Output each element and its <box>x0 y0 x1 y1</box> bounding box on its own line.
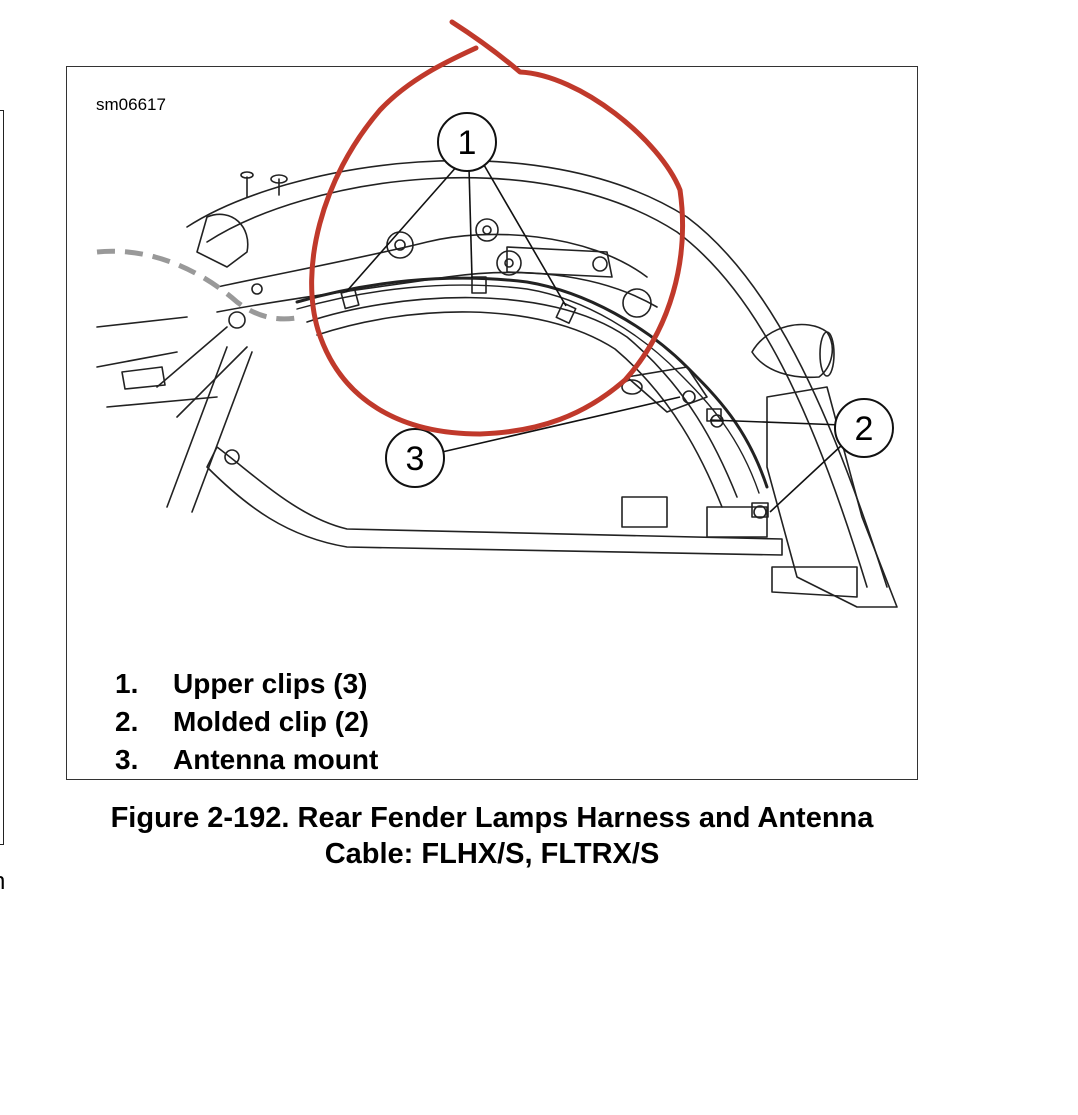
bolt-5 <box>622 288 652 318</box>
bolt-1 <box>386 231 414 259</box>
legend-item: 2. Molded clip (2) <box>115 703 378 741</box>
figure-frame: sm06617 <box>66 66 918 780</box>
fender-outer-edge-2 <box>206 176 868 588</box>
rail-bolt-2 <box>753 505 767 519</box>
figure-caption: Figure 2-192. Rear Fender Lamps Harness … <box>40 800 944 872</box>
cropped-text-fragment: n <box>0 868 5 896</box>
connector <box>121 366 166 390</box>
antenna-bolt <box>682 390 696 404</box>
fender-illustration <box>96 159 898 608</box>
stud-cap <box>270 174 288 184</box>
tail-lamp <box>751 323 834 379</box>
rail-bracket <box>621 496 668 528</box>
caption-line-2: Cable: FLHX/S, FLTRX/S <box>324 838 660 870</box>
stud <box>246 176 280 198</box>
legend-label: Antenna mount <box>173 744 379 775</box>
legend-item: 3. Antenna mount <box>115 741 378 779</box>
adjacent-column-border <box>0 110 4 845</box>
saddlebag-rail <box>206 446 783 556</box>
bolt-4 <box>592 256 608 272</box>
stud-cap-2 <box>240 171 254 179</box>
vertical-strut <box>166 346 253 513</box>
hidden-line <box>96 248 303 322</box>
fender-inner-edge-2 <box>316 311 723 508</box>
molded-clip-2 <box>751 502 769 518</box>
legend-number: 1. <box>115 668 139 699</box>
bolt-2-inner <box>482 225 492 235</box>
rail-bracket-2 <box>706 506 768 538</box>
rail-bolt <box>224 449 240 465</box>
fender-tip <box>766 386 898 608</box>
caption-line-1: Figure 2-192. Rear Fender Lamps Harness … <box>110 802 874 834</box>
frame-rail <box>156 326 248 418</box>
clip-1 <box>340 288 360 310</box>
legend-label: Molded clip (2) <box>173 706 369 737</box>
harness-cable-2 <box>296 284 760 494</box>
strut-plate <box>506 246 613 278</box>
left-hardware <box>96 316 218 408</box>
left-bolt <box>228 311 246 329</box>
bolt-6 <box>251 283 263 295</box>
tail-lamp-ring <box>819 331 835 377</box>
mount-bracket <box>196 213 249 268</box>
legend-item: 1. Upper clips (3) <box>115 665 378 703</box>
legend-number: 2. <box>115 706 139 737</box>
clip-3 <box>555 301 577 325</box>
fender-inner-edge <box>306 296 738 498</box>
figure-id: sm06617 <box>96 95 166 114</box>
fender-tip-detail <box>771 566 858 598</box>
legend-number: 3. <box>115 744 139 775</box>
bolt-2 <box>475 218 499 242</box>
legend-label: Upper clips (3) <box>173 668 368 699</box>
figure-legend: 1. Upper clips (3) 2. Molded clip (2) 3.… <box>115 665 378 779</box>
